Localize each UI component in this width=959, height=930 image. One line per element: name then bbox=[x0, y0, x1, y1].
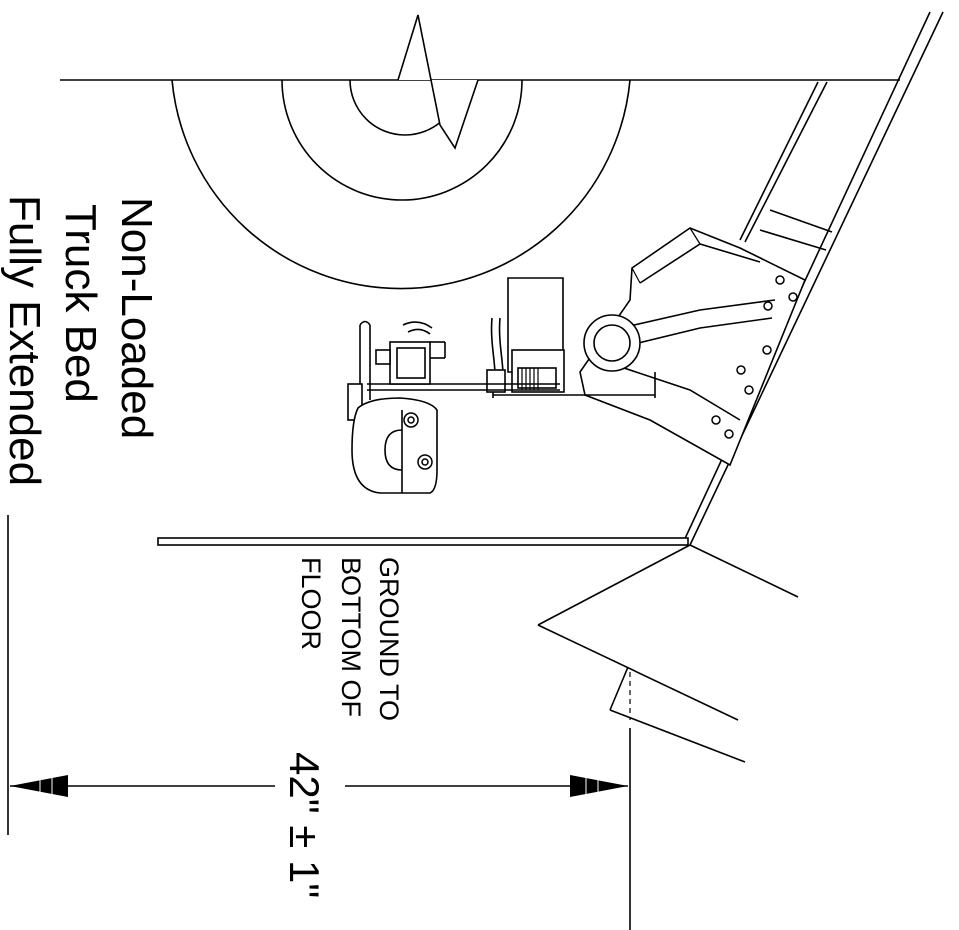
title-label: Non-Loaded Truck Bed Fully Extended bbox=[0, 195, 161, 486]
tire-mid-arc bbox=[281, 79, 523, 201]
tire-outer-arc bbox=[171, 79, 631, 290]
mounting-bracket bbox=[579, 227, 807, 467]
note-label: GROUND TO BOTTOM OF FLOOR bbox=[296, 557, 404, 721]
rear-bumper bbox=[537, 544, 799, 763]
title-line-3: Fully Extended bbox=[0, 195, 49, 486]
title-line-1: Non-Loaded bbox=[112, 197, 161, 439]
spring-coil bbox=[521, 368, 539, 390]
dimension-arrow-left bbox=[10, 775, 68, 797]
title-line-2: Truck Bed bbox=[56, 204, 105, 403]
break-symbol bbox=[397, 14, 479, 150]
note-line-2: BOTTOM OF bbox=[336, 557, 366, 717]
hitch-body bbox=[367, 277, 656, 398]
tire bbox=[60, 14, 900, 290]
truck-bed-floor bbox=[157, 537, 689, 546]
dimension-arrow-right bbox=[570, 775, 628, 797]
dimension-ground-to-floor bbox=[7, 545, 631, 930]
note-line-1: GROUND TO bbox=[374, 557, 404, 721]
pintle-hook bbox=[347, 320, 446, 494]
note-line-3: FLOOR bbox=[296, 557, 326, 650]
dimension-value: 42" ± 1" bbox=[281, 752, 328, 898]
